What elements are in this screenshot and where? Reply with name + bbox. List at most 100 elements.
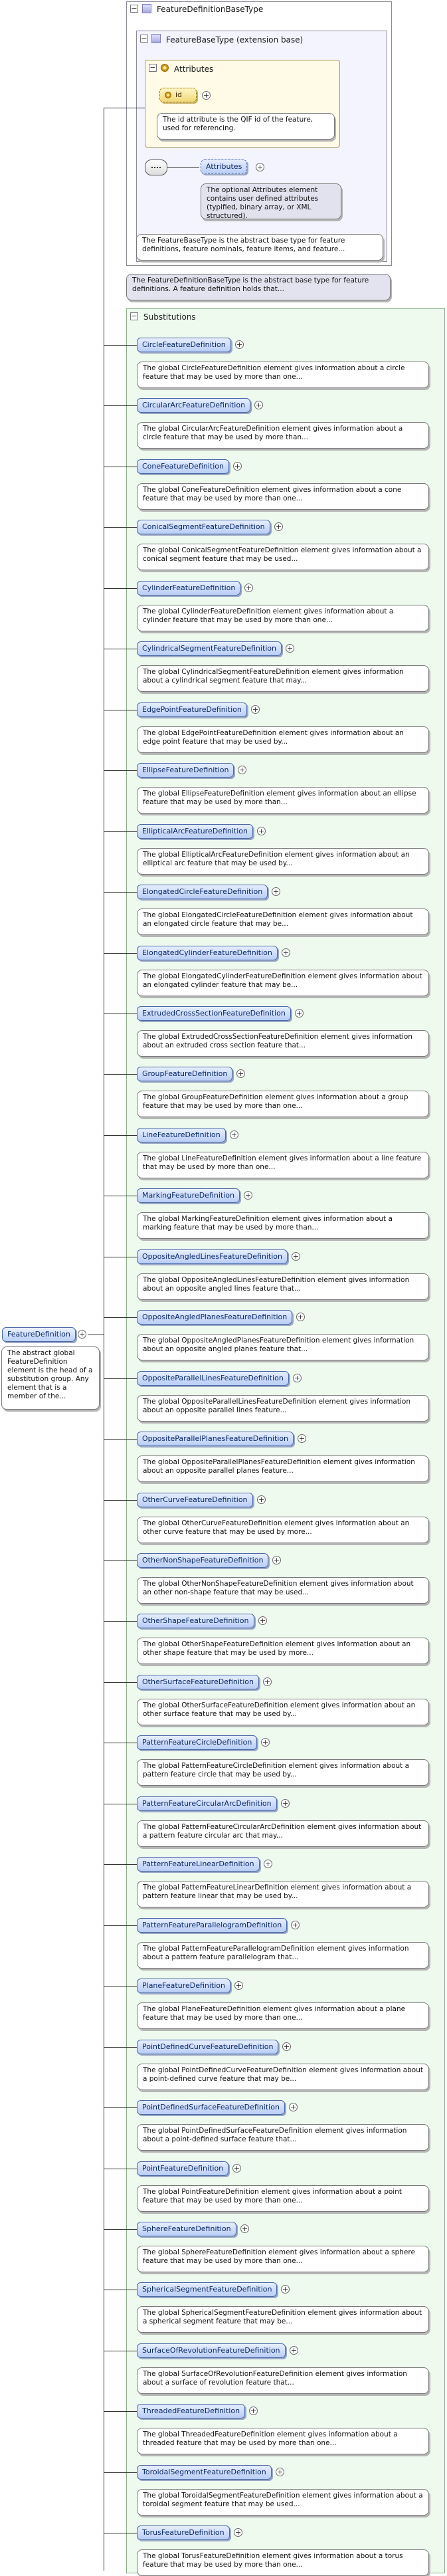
substitution-expand-icon[interactable]: + bbox=[261, 1738, 270, 1747]
substitution-element[interactable]: OppositeParallelLinesFeatureDefinition bbox=[137, 1371, 289, 1386]
substitution-expand-icon[interactable]: + bbox=[282, 948, 290, 957]
substitution-expand-icon[interactable]: + bbox=[232, 2164, 241, 2173]
substitution-doc: The global PointDefinedCurveFeatureDefin… bbox=[137, 2064, 429, 2090]
substitution-expand-icon[interactable]: + bbox=[234, 1981, 243, 1990]
attributes-collapse-icon[interactable]: − bbox=[149, 63, 157, 72]
substitution-element[interactable]: OppositeAngledPlanesFeatureDefinition bbox=[137, 1310, 293, 1325]
substitution-doc: The global OppositeAngledLinesFeatureDef… bbox=[137, 1273, 429, 1300]
substitution-expand-icon[interactable]: + bbox=[298, 1434, 306, 1443]
substitution-expand-icon[interactable]: + bbox=[281, 1799, 290, 1808]
substitution-element[interactable]: EllipseFeatureDefinition bbox=[137, 763, 234, 778]
substitution-element[interactable]: ConicalSegmentFeatureDefinition bbox=[137, 520, 270, 534]
substitution-expand-icon[interactable]: + bbox=[293, 1374, 302, 1382]
substitution-element[interactable]: SurfaceOfRevolutionFeatureDefinition bbox=[137, 2343, 286, 2358]
root-expand-icon[interactable]: + bbox=[78, 1330, 86, 1339]
substitution-element[interactable]: MarkingFeatureDefinition bbox=[137, 1188, 240, 1203]
substitution-element-label: CylindricalSegmentFeatureDefinition bbox=[142, 644, 277, 653]
substitution-element-label: SurfaceOfRevolutionFeatureDefinition bbox=[142, 2346, 280, 2355]
substitution-expand-icon[interactable]: + bbox=[292, 1252, 300, 1261]
substitution-doc: The global EllipticalArcFeatureDefinitio… bbox=[137, 848, 429, 875]
substitution-element[interactable]: ConeFeatureDefinition bbox=[137, 459, 229, 474]
substitution-expand-icon[interactable]: + bbox=[290, 2346, 298, 2355]
substitution-expand-icon[interactable]: + bbox=[234, 2528, 242, 2537]
substitution-element[interactable]: CylindricalSegmentFeatureDefinition bbox=[137, 641, 282, 656]
substitution-doc: The global OtherShapeFeatureDefinition e… bbox=[137, 1638, 429, 1664]
substitution-element-label: EllipseFeatureDefinition bbox=[142, 766, 229, 774]
substitution-element[interactable]: ToroidalSegmentFeatureDefinition bbox=[137, 2465, 272, 2480]
substitution-expand-icon[interactable]: + bbox=[244, 1191, 252, 1200]
substitution-element[interactable]: PatternFeatureParallelogramDefinition bbox=[137, 1918, 288, 1933]
substitution-expand-icon[interactable]: + bbox=[281, 2285, 290, 2294]
substitution-element[interactable]: OtherSurfaceFeatureDefinition bbox=[137, 1675, 259, 1689]
substitution-expand-icon[interactable]: + bbox=[254, 401, 263, 409]
substitution-expand-icon[interactable]: + bbox=[230, 1130, 238, 1139]
substitution-expand-icon[interactable]: + bbox=[238, 766, 246, 774]
substitution-element[interactable]: PatternFeatureCircleDefinition bbox=[137, 1735, 258, 1750]
substitution-expand-icon[interactable]: + bbox=[274, 522, 283, 531]
substitution-expand-icon[interactable]: + bbox=[282, 2042, 291, 2051]
substitution-expand-icon[interactable]: + bbox=[286, 644, 294, 653]
substitution-element[interactable]: PointDefinedCurveFeatureDefinition bbox=[137, 2040, 279, 2054]
substitution-element[interactable]: CircleFeatureDefinition bbox=[137, 338, 231, 352]
substitution-element-label: ExtrudedCrossSectionFeatureDefinition bbox=[142, 1009, 286, 1018]
substitution-element[interactable]: CylinderFeatureDefinition bbox=[137, 581, 241, 595]
substitution-element-label: TorusFeatureDefinition bbox=[142, 2528, 224, 2537]
substitution-element[interactable]: PatternFeatureCircularArcDefinition bbox=[137, 1796, 277, 1811]
substitution-expand-icon[interactable]: + bbox=[233, 462, 242, 471]
substitution-element[interactable]: PatternFeatureLinearDefinition bbox=[137, 1857, 260, 1872]
substitution-element[interactable]: CircularArcFeatureDefinition bbox=[137, 398, 251, 413]
substitution-element[interactable]: OtherShapeFeatureDefinition bbox=[137, 1614, 254, 1628]
substitution-element[interactable]: OtherCurveFeatureDefinition bbox=[137, 1493, 253, 1507]
substitution-element[interactable]: ExtrudedCrossSectionFeatureDefinition bbox=[137, 1006, 291, 1021]
substitution-doc: The global ThreadedFeatureDefinition ele… bbox=[137, 2428, 429, 2454]
substitution-element[interactable]: OtherNonShapeFeatureDefinition bbox=[137, 1553, 269, 1568]
substitution-expand-icon[interactable]: + bbox=[249, 2407, 258, 2415]
substitution-expand-icon[interactable]: + bbox=[272, 1556, 281, 1564]
substitution-expand-icon[interactable]: + bbox=[258, 1616, 267, 1625]
substitution-expand-icon[interactable]: + bbox=[291, 1921, 300, 1929]
substitution-element[interactable]: SphericalSegmentFeatureDefinition bbox=[137, 2282, 278, 2297]
substitution-element[interactable]: OppositeAngledLinesFeatureDefinition bbox=[137, 1249, 288, 1264]
id-attribute-expand-icon[interactable]: + bbox=[202, 91, 211, 100]
substitution-element[interactable]: SphereFeatureDefinition bbox=[137, 2222, 236, 2236]
substitution-expand-icon[interactable]: + bbox=[276, 2468, 284, 2476]
substitution-expand-icon[interactable]: + bbox=[263, 1677, 272, 1686]
substitution-doc: The global OtherCurveFeatureDefinition e… bbox=[137, 1517, 429, 1543]
substitution-expand-icon[interactable]: + bbox=[240, 2224, 249, 2233]
substitution-expand-icon[interactable]: + bbox=[264, 1860, 272, 1868]
substitution-expand-icon[interactable]: + bbox=[296, 1313, 305, 1321]
substitution-expand-icon[interactable]: + bbox=[244, 584, 253, 592]
extension-collapse-icon[interactable]: − bbox=[140, 34, 148, 43]
substitution-element[interactable]: PointFeatureDefinition bbox=[137, 2161, 229, 2176]
attributes-element[interactable]: Attributes bbox=[201, 160, 248, 174]
substitution-element[interactable]: TorusFeatureDefinition bbox=[137, 2525, 230, 2540]
substitution-element[interactable]: EllipticalArcFeatureDefinition bbox=[137, 824, 254, 839]
id-attribute[interactable]: id bbox=[159, 88, 197, 102]
substitution-element[interactable]: ElongatedCylinderFeatureDefinition bbox=[137, 946, 278, 960]
substitution-expand-icon[interactable]: + bbox=[236, 1069, 245, 1078]
substitution-element[interactable]: ThreadedFeatureDefinition bbox=[137, 2404, 246, 2418]
substitution-expand-icon[interactable]: + bbox=[235, 340, 244, 349]
substitution-element[interactable]: EdgePointFeatureDefinition bbox=[137, 702, 247, 717]
substitution-element[interactable]: OppositeParallelPlanesFeatureDefinition bbox=[137, 1432, 294, 1446]
attributes-element-expand-icon[interactable]: + bbox=[256, 163, 264, 171]
substitution-doc: The global PointFeatureDefinition elemen… bbox=[137, 2185, 429, 2212]
substitution-element[interactable]: PlaneFeatureDefinition bbox=[137, 1979, 231, 1993]
substitution-expand-icon[interactable]: + bbox=[251, 705, 260, 714]
substitution-expand-icon[interactable]: + bbox=[272, 887, 280, 896]
base-type-collapse-icon[interactable]: − bbox=[130, 4, 138, 13]
substitution-element[interactable]: GroupFeatureDefinition bbox=[137, 1067, 233, 1081]
substitutions-collapse-icon[interactable]: − bbox=[130, 312, 138, 320]
substitution-element[interactable]: ElongatedCircleFeatureDefinition bbox=[137, 885, 268, 899]
substitution-expand-icon[interactable]: + bbox=[295, 1009, 304, 1018]
substitution-expand-icon[interactable]: + bbox=[257, 827, 266, 835]
substitution-expand-icon[interactable]: + bbox=[257, 1495, 266, 1504]
substitution-element[interactable]: LineFeatureDefinition bbox=[137, 1128, 226, 1142]
substitution-expand-icon[interactable]: + bbox=[289, 2103, 298, 2111]
substitution-element-label: PatternFeatureCircularArcDefinition bbox=[142, 1799, 272, 1808]
substitution-connector bbox=[104, 2472, 137, 2473]
substitution-element-label: CylinderFeatureDefinition bbox=[142, 584, 236, 592]
substitution-element[interactable]: PointDefinedSurfaceFeatureDefinition bbox=[137, 2100, 285, 2115]
root-element[interactable]: FeatureDefinition bbox=[2, 1327, 76, 1342]
substitution-doc: The global EllipseFeatureDefinition elem… bbox=[137, 787, 429, 813]
